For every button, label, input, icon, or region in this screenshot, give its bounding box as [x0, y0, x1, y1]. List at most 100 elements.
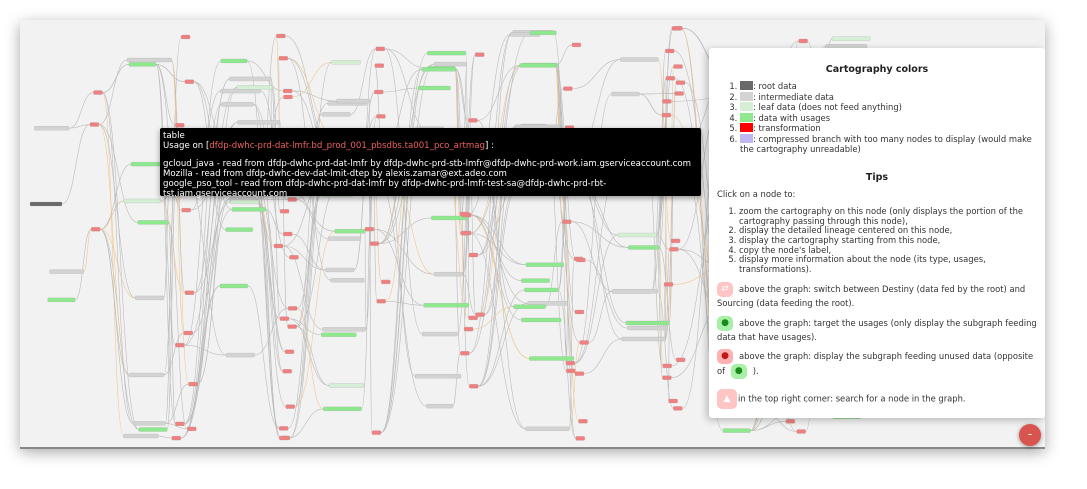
- data-node[interactable]: [527, 301, 568, 306]
- transformation-node[interactable]: [283, 231, 293, 237]
- data-node[interactable]: [219, 283, 248, 289]
- transformation-node[interactable]: [285, 404, 295, 409]
- transformation-node[interactable]: [785, 419, 795, 424]
- transformation-node[interactable]: [282, 369, 292, 374]
- transformation-node[interactable]: [180, 34, 191, 40]
- transformation-node[interactable]: [287, 197, 297, 202]
- transformation-node[interactable]: [562, 219, 572, 224]
- data-node[interactable]: [521, 317, 562, 323]
- transformation-node[interactable]: [563, 86, 573, 91]
- transformation-node[interactable]: [578, 419, 588, 424]
- data-node[interactable]: [611, 91, 640, 97]
- data-node[interactable]: [328, 383, 364, 388]
- data-node[interactable]: [524, 287, 559, 293]
- transformation-node[interactable]: [663, 282, 674, 287]
- transformation-node[interactable]: [283, 94, 293, 100]
- transformation-node[interactable]: [468, 315, 478, 320]
- transformation-node[interactable]: [575, 436, 585, 441]
- root-node[interactable]: [29, 201, 63, 207]
- data-node[interactable]: [34, 126, 70, 131]
- transformation-node[interactable]: [276, 33, 286, 39]
- transformation-node[interactable]: [460, 231, 470, 236]
- collapse-help-button[interactable]: -: [1019, 424, 1041, 446]
- data-node[interactable]: [322, 327, 366, 332]
- data-node[interactable]: [225, 227, 253, 232]
- transformation-node[interactable]: [576, 257, 586, 263]
- transformation-node[interactable]: [381, 279, 391, 285]
- data-node[interactable]: [529, 30, 557, 35]
- transformation-node[interactable]: [662, 99, 672, 104]
- data-node[interactable]: [431, 215, 468, 221]
- data-node[interactable]: [126, 57, 172, 63]
- transformation-node[interactable]: [670, 238, 681, 244]
- transformation-node[interactable]: [475, 52, 485, 57]
- transformation-node[interactable]: [183, 330, 193, 336]
- transformation-node[interactable]: [468, 118, 478, 123]
- data-node[interactable]: [617, 232, 657, 238]
- data-node[interactable]: [220, 58, 248, 64]
- transformation-node[interactable]: [665, 48, 675, 54]
- data-node[interactable]: [525, 426, 570, 431]
- data-node[interactable]: [417, 85, 451, 91]
- data-node[interactable]: [135, 295, 164, 301]
- transformation-node[interactable]: [175, 123, 185, 128]
- transformation-node[interactable]: [376, 114, 386, 119]
- data-node[interactable]: [519, 63, 556, 68]
- data-node[interactable]: [130, 162, 161, 167]
- transformation-node[interactable]: [661, 113, 672, 118]
- transformation-node[interactable]: [89, 122, 100, 127]
- data-node[interactable]: [128, 372, 164, 378]
- transformation-node[interactable]: [273, 243, 284, 249]
- data-node[interactable]: [230, 199, 260, 205]
- transformation-node[interactable]: [668, 398, 678, 404]
- data-node[interactable]: [421, 67, 456, 72]
- data-node[interactable]: [128, 62, 157, 67]
- data-node[interactable]: [628, 245, 660, 250]
- data-node[interactable]: [627, 325, 668, 331]
- data-node[interactable]: [49, 269, 84, 274]
- data-node[interactable]: [231, 207, 266, 212]
- data-node[interactable]: [427, 51, 467, 56]
- transformation-node[interactable]: [187, 426, 197, 431]
- data-node[interactable]: [414, 374, 462, 379]
- transformation-node[interactable]: [184, 290, 195, 295]
- data-node[interactable]: [220, 88, 261, 94]
- transformation-node[interactable]: [287, 324, 297, 329]
- transformation-node[interactable]: [374, 63, 384, 68]
- data-node[interactable]: [47, 297, 76, 302]
- data-node[interactable]: [625, 320, 670, 326]
- data-node[interactable]: [331, 60, 361, 65]
- transformation-node[interactable]: [284, 349, 295, 354]
- data-node[interactable]: [325, 267, 355, 273]
- data-node[interactable]: [321, 112, 351, 117]
- transformation-node[interactable]: [364, 227, 375, 232]
- data-node[interactable]: [330, 278, 365, 283]
- data-node[interactable]: [513, 304, 546, 309]
- data-node[interactable]: [138, 427, 168, 432]
- transformation-node[interactable]: [566, 368, 576, 374]
- data-node[interactable]: [620, 57, 659, 62]
- data-node[interactable]: [221, 102, 254, 107]
- data-node[interactable]: [132, 421, 166, 426]
- transformation-node[interactable]: [375, 46, 385, 51]
- transformation-node[interactable]: [288, 306, 298, 311]
- data-node[interactable]: [336, 98, 370, 104]
- transformation-node[interactable]: [289, 255, 299, 260]
- transformation-node[interactable]: [662, 375, 672, 380]
- transformation-node[interactable]: [91, 227, 101, 232]
- data-node[interactable]: [123, 198, 161, 204]
- transformation-node[interactable]: [175, 343, 185, 348]
- data-node[interactable]: [321, 332, 357, 337]
- data-node[interactable]: [433, 61, 468, 67]
- data-node[interactable]: [334, 229, 366, 234]
- data-node[interactable]: [529, 356, 575, 361]
- data-node[interactable]: [327, 236, 361, 241]
- transformation-node[interactable]: [279, 316, 290, 321]
- transformation-node[interactable]: [278, 56, 288, 61]
- data-node[interactable]: [831, 36, 871, 41]
- data-node[interactable]: [426, 404, 453, 409]
- transformation-node[interactable]: [669, 247, 679, 252]
- transformation-node[interactable]: [673, 64, 683, 69]
- data-node[interactable]: [422, 331, 458, 337]
- data-node[interactable]: [621, 336, 666, 342]
